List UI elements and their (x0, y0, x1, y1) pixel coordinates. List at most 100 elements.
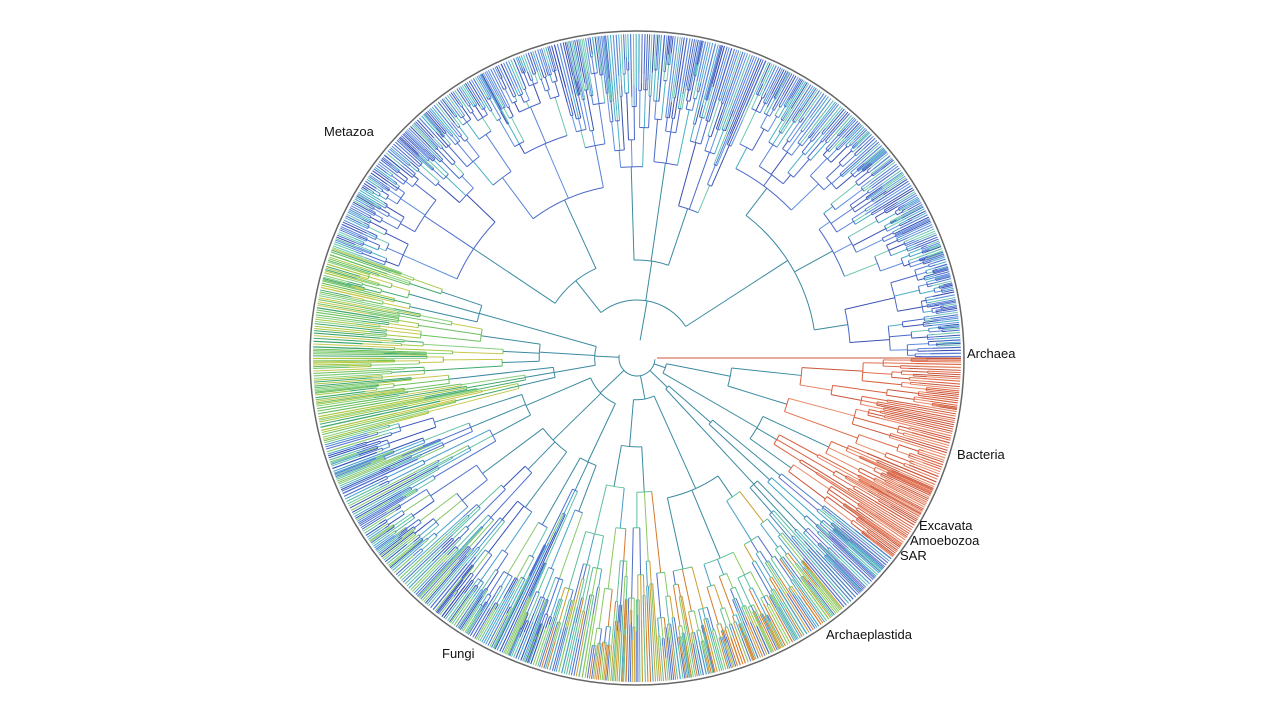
internal-branch (817, 523, 833, 538)
leaf-branch (908, 199, 920, 207)
node-arc (435, 147, 439, 150)
leaf-branch (363, 183, 377, 192)
node-arc (418, 534, 421, 537)
leaf-branch (382, 544, 401, 560)
internal-branch (391, 270, 401, 275)
node-arc (854, 153, 857, 157)
internal-branch (867, 187, 885, 201)
internal-branch (932, 311, 937, 314)
internal-branch (923, 310, 933, 313)
node-arc (798, 120, 801, 123)
node-arc (934, 278, 937, 281)
node-arc (485, 587, 489, 591)
node-arc (590, 377, 616, 405)
leaf-branch (939, 274, 951, 278)
internal-branch (898, 204, 908, 210)
internal-branch (413, 459, 439, 474)
leaf-branch (373, 168, 390, 181)
leaf-branch (457, 599, 477, 629)
internal-branch (806, 515, 818, 526)
node-arc (933, 288, 936, 293)
leaf-branch (861, 136, 874, 148)
internal-branch (537, 567, 550, 593)
node-arc (665, 385, 670, 390)
node-arc (385, 519, 388, 522)
leaf-branch (795, 545, 847, 606)
internal-branch (378, 459, 386, 463)
internal-branch (428, 387, 520, 413)
leaf-branch (403, 132, 430, 158)
node-arc (768, 141, 778, 148)
leaf-branch (523, 613, 543, 662)
node-arc (678, 205, 699, 214)
leaf-branch (787, 81, 807, 112)
internal-branch (583, 567, 594, 612)
internal-branch (701, 99, 708, 118)
internal-branch (665, 117, 668, 132)
leaf-branch (681, 38, 691, 84)
internal-branch (486, 89, 492, 99)
leaf-branch (814, 578, 841, 611)
leaf-branch (313, 332, 381, 339)
internal-branch (399, 417, 434, 429)
internal-branch (486, 96, 489, 100)
internal-branch (927, 304, 934, 307)
internal-branch (399, 488, 427, 507)
leaf-branch (645, 630, 649, 682)
internal-branch (672, 584, 681, 627)
leaf-branch (345, 481, 381, 500)
leaf-branch (499, 531, 557, 652)
leaf-branch (698, 41, 709, 82)
leaf-branch (805, 582, 833, 618)
internal-branch (367, 190, 374, 195)
internal-branch (398, 529, 408, 537)
internal-branch (866, 167, 871, 172)
leaf-branch (724, 50, 740, 92)
internal-branch (726, 573, 734, 589)
node-arc (487, 514, 494, 521)
node-arc (896, 444, 900, 451)
leaf-branch (939, 301, 957, 306)
internal-branch (796, 528, 817, 551)
node-arc (825, 148, 830, 153)
internal-branch (778, 106, 786, 118)
clade-stem (639, 375, 646, 400)
node-arc (419, 314, 421, 317)
internal-branch (596, 535, 605, 569)
leaf-branch (431, 106, 456, 136)
internal-branch (722, 88, 729, 104)
leaf-branch (439, 596, 455, 616)
internal-branch (381, 290, 408, 299)
leaf-branch (607, 35, 614, 97)
clade-stem (594, 355, 620, 358)
leaf-branch (869, 485, 922, 515)
leaf-branch (464, 617, 475, 633)
internal-branch (503, 107, 510, 119)
internal-branch (894, 208, 900, 213)
leaf-branch (927, 240, 940, 247)
leaf-branch (934, 271, 950, 277)
internal-branch (379, 317, 399, 322)
leaf-branch (329, 452, 357, 463)
internal-branch (461, 175, 474, 189)
leaf-branch (868, 165, 899, 188)
internal-branch (811, 131, 821, 142)
leaf-branch (324, 272, 348, 280)
internal-branch (456, 142, 474, 162)
internal-branch (871, 206, 882, 214)
internal-branch (399, 387, 467, 400)
leaf-branch (472, 78, 489, 104)
leaf-branch (380, 540, 401, 557)
internal-branch (663, 617, 666, 628)
leaf-branch (569, 40, 581, 92)
internal-branch (861, 532, 869, 539)
internal-branch (457, 105, 466, 116)
leaf-branch (477, 609, 496, 641)
internal-branch (767, 481, 806, 518)
internal-branch (878, 212, 897, 224)
leaf-branch (417, 543, 468, 598)
leaf-branch (390, 147, 408, 163)
leaf-branch (332, 245, 366, 259)
internal-branch (923, 323, 931, 325)
node-arc (690, 631, 695, 634)
